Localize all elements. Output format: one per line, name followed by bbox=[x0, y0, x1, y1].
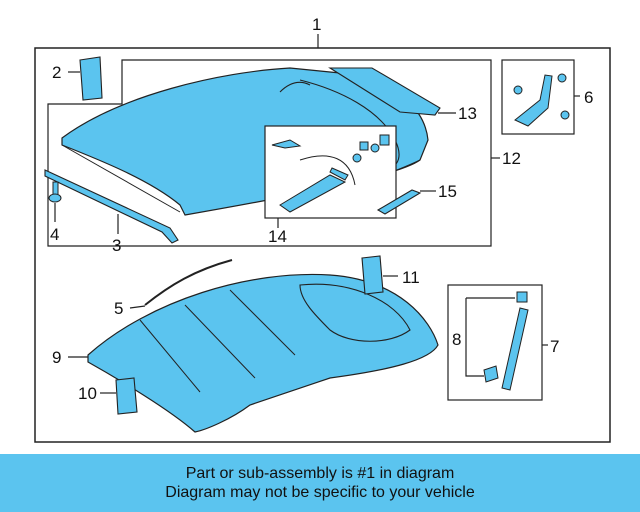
callout-5: 5 bbox=[114, 299, 123, 318]
banner-line-1: Part or sub-assembly is #1 in diagram bbox=[185, 465, 455, 482]
disclaimer-banner: Part or sub-assembly is #1 in diagram Di… bbox=[0, 454, 640, 512]
part-11-pad bbox=[361, 255, 384, 295]
callout-13: 13 bbox=[458, 104, 477, 123]
part-6-inset bbox=[501, 59, 575, 135]
part-6-parts bbox=[513, 73, 570, 127]
banner-line-2: Diagram may not be specific to your vehi… bbox=[165, 484, 475, 501]
leader-5 bbox=[129, 305, 146, 309]
callout-3: 3 bbox=[112, 236, 121, 255]
callout-11: 11 bbox=[402, 268, 420, 287]
part-4-screw bbox=[48, 181, 62, 203]
callout-12: 12 bbox=[502, 149, 521, 168]
callout-4: 4 bbox=[50, 225, 59, 244]
assembly-frame bbox=[34, 47, 611, 443]
callout-9: 9 bbox=[52, 348, 61, 367]
callout-10: 10 bbox=[78, 384, 97, 403]
callout-2: 2 bbox=[52, 63, 61, 82]
part-5-cable bbox=[144, 259, 233, 306]
callout-8: 8 bbox=[452, 330, 461, 349]
callout-7: 7 bbox=[550, 337, 559, 356]
callout-15: 15 bbox=[438, 182, 457, 201]
part-15-strip bbox=[376, 189, 422, 215]
part-10-pad bbox=[115, 377, 138, 415]
callout-14: 14 bbox=[268, 227, 287, 246]
leader-8 bbox=[465, 297, 515, 377]
callout-1: 1 bbox=[312, 15, 321, 34]
part-13-glass bbox=[328, 67, 441, 116]
part-2-pad bbox=[79, 56, 103, 101]
callout-6: 6 bbox=[584, 88, 593, 107]
part-7-parts bbox=[483, 291, 529, 391]
parts-diagram: 1 12 13 14 15 2 3 4 bbox=[34, 15, 611, 443]
part-3-rail bbox=[44, 169, 179, 244]
part-7-inset bbox=[447, 284, 543, 401]
headliner-panel bbox=[87, 273, 439, 433]
part-14-parts bbox=[271, 134, 390, 213]
subassembly-12-frame bbox=[47, 59, 492, 247]
